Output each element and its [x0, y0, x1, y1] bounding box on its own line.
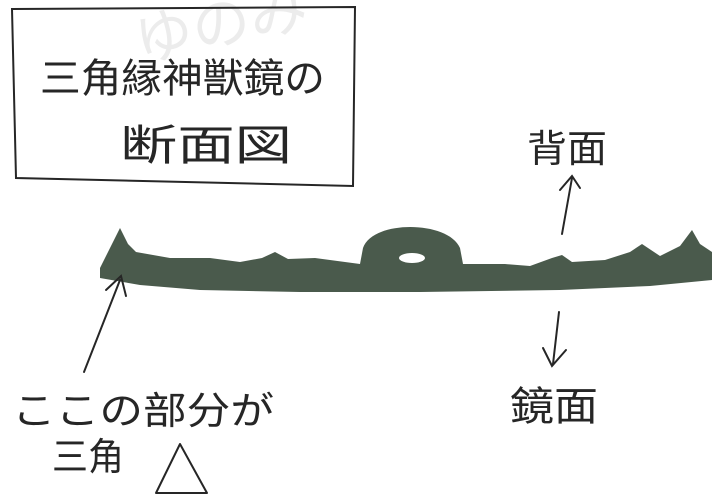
title-box: 三角縁神獣鏡の 断面図	[10, 5, 357, 188]
title-line-2: 断面図	[120, 121, 292, 170]
back-label: 背面	[527, 127, 607, 171]
mirror-face-label: 鏡面	[510, 384, 598, 430]
up-arrow-icon	[559, 174, 581, 235]
title-box-frame	[10, 5, 357, 188]
down-arrow-icon	[542, 311, 567, 368]
pointer-arrow-icon	[83, 274, 127, 373]
title-line-1: 三角縁神獣鏡の	[40, 56, 325, 102]
mirror-knob-hole	[399, 253, 425, 263]
note-line-2: 三角	[52, 435, 124, 479]
note-line-1: ここの部分が	[12, 389, 274, 433]
triangle-icon	[155, 443, 208, 494]
